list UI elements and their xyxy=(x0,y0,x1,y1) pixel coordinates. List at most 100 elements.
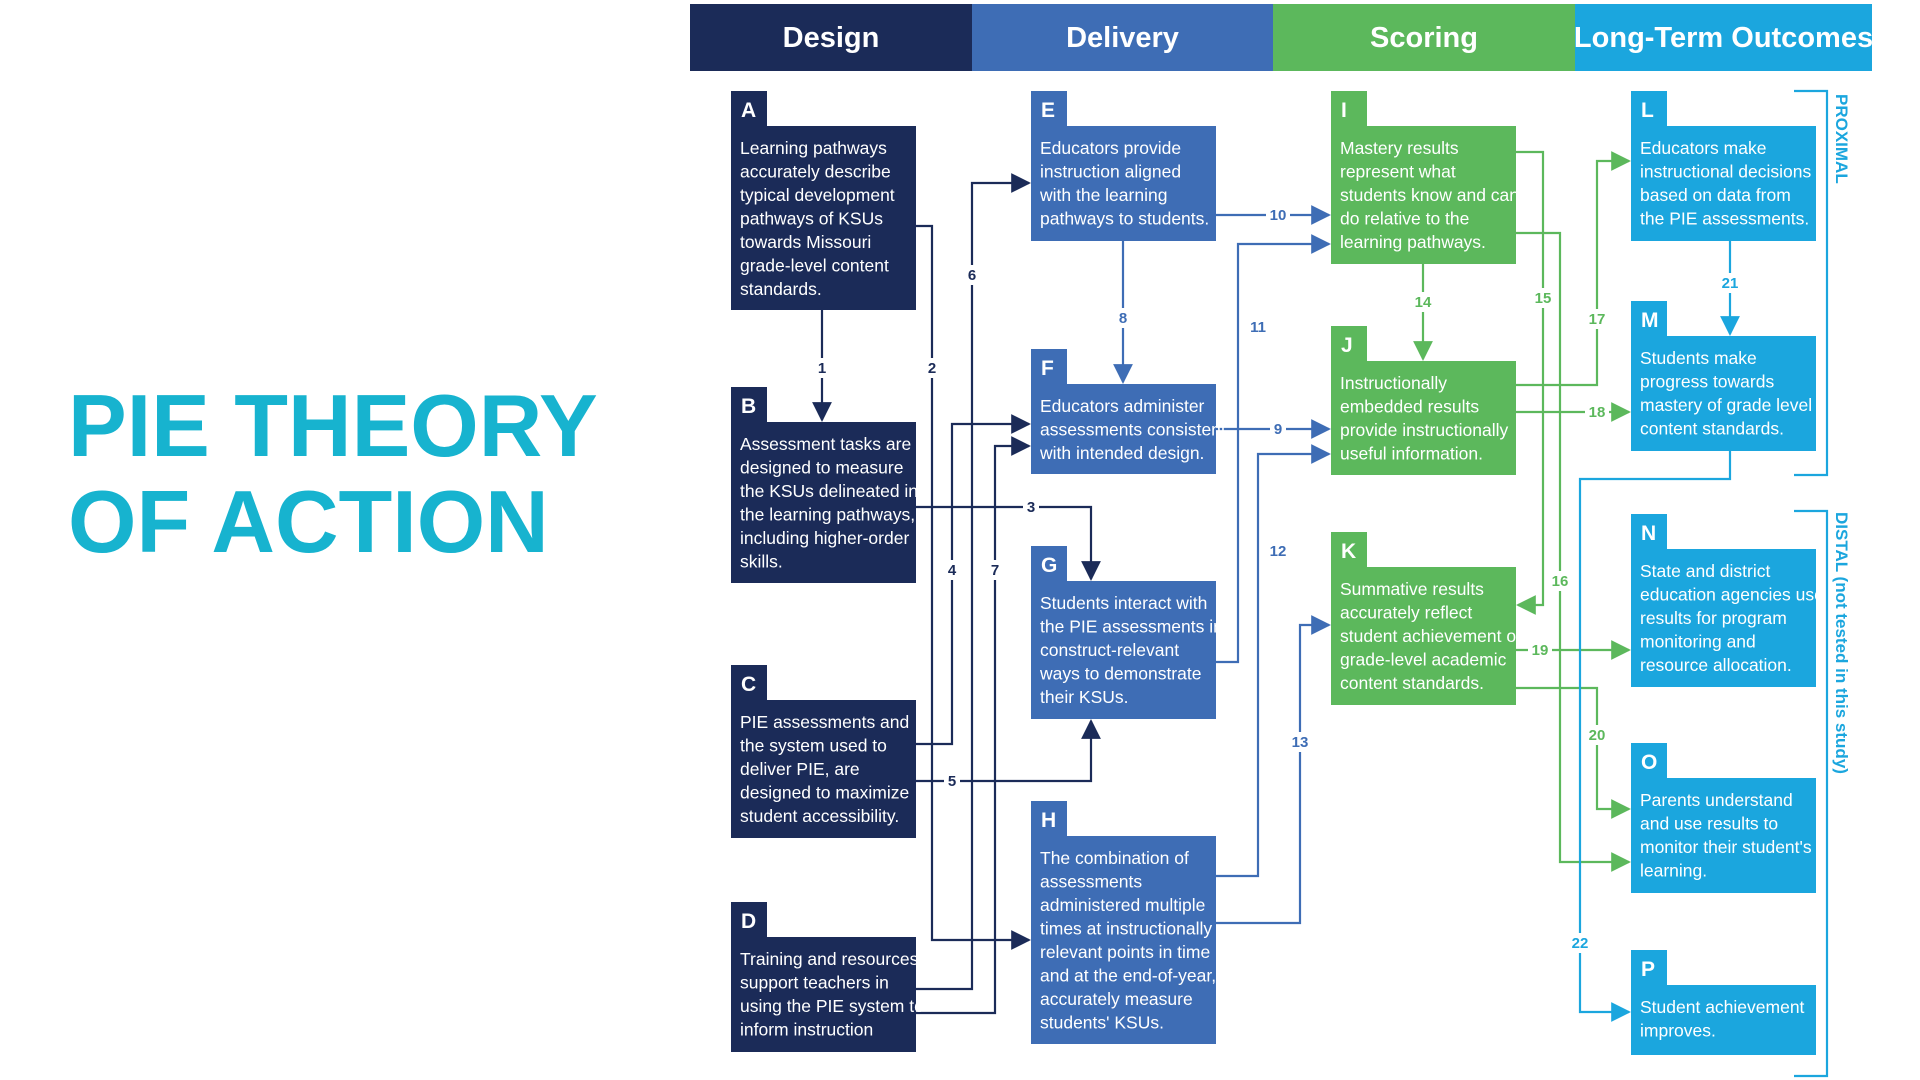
link-12-label: 12 xyxy=(1270,543,1287,560)
link-17-label: 17 xyxy=(1589,311,1606,328)
header-scoring-label: Scoring xyxy=(1370,22,1478,54)
box-b-letter: B xyxy=(741,395,756,418)
box-h-body xyxy=(1031,836,1216,1044)
box-o-letter: O xyxy=(1641,751,1657,774)
box-i-tab xyxy=(1331,91,1367,127)
link-5-path xyxy=(916,719,1101,783)
box-p-tab xyxy=(1631,950,1667,986)
link-11-path xyxy=(1216,234,1331,664)
header-delivery-bg xyxy=(972,4,1273,71)
link-22-label-bg xyxy=(1568,933,1592,953)
box-c-body xyxy=(731,700,916,838)
link-2-path xyxy=(916,224,1031,950)
link-7-path xyxy=(916,436,1031,1015)
distal-label: DISTAL (not tested in this study) xyxy=(1832,512,1851,774)
box-i-body xyxy=(1331,126,1516,264)
proximal-bracket xyxy=(1794,89,1829,477)
box-c-letter: C xyxy=(741,673,756,696)
box-l-tab xyxy=(1631,91,1667,127)
box-e-body xyxy=(1031,126,1216,241)
header-scoring-bg xyxy=(1273,4,1575,71)
box-j-letter: J xyxy=(1341,334,1353,357)
box-b-tab xyxy=(731,387,767,423)
link-4-label-bg xyxy=(944,560,960,580)
link-20-label: 20 xyxy=(1589,727,1606,744)
link-4-path xyxy=(916,414,1031,746)
box-e-letter: E xyxy=(1041,99,1055,122)
header-delivery-label: Delivery xyxy=(1066,22,1179,54)
link-8-label-bg xyxy=(1115,308,1131,328)
title-line-1: PIE THEORY xyxy=(68,376,598,475)
link-8-label: 8 xyxy=(1119,310,1127,327)
header-scoring: Scoring xyxy=(1273,4,1575,71)
link-6-label-bg xyxy=(964,265,980,285)
link-10-label: 10 xyxy=(1270,207,1287,224)
distal-bracket xyxy=(1794,509,1829,1078)
link-2-label-bg xyxy=(924,358,940,378)
box-m-tab xyxy=(1631,301,1667,337)
box-b-body xyxy=(731,422,916,583)
box-f-body xyxy=(1031,384,1216,474)
link-14-label-bg xyxy=(1411,292,1435,312)
box-k-tab xyxy=(1331,532,1367,568)
link-16-label-bg xyxy=(1548,571,1572,591)
link-10-label-bg xyxy=(1266,205,1290,225)
link-11-label: 11 xyxy=(1250,319,1266,336)
column-headers: Design Delivery Scoring Long-Term Outcomes xyxy=(690,4,1873,71)
link-9-label: 9 xyxy=(1274,421,1282,438)
link-6-label: 6 xyxy=(968,267,976,284)
link-19-label-bg xyxy=(1528,640,1552,660)
link-14-label: 14 xyxy=(1415,294,1432,311)
box-j-body xyxy=(1331,361,1516,475)
link-13-label-bg xyxy=(1288,732,1312,752)
link-1-label: 1 xyxy=(818,360,826,377)
link-lines xyxy=(812,150,1740,1022)
link-16-path xyxy=(1516,231,1631,872)
link-6-path xyxy=(916,173,1031,991)
link-21-label-bg xyxy=(1718,273,1742,293)
box-a-letter: A xyxy=(741,99,756,122)
link-4-label: 4 xyxy=(948,562,957,579)
box-p-body xyxy=(1631,985,1816,1055)
header-outcomes-bg xyxy=(1575,4,1872,71)
box-h-tab xyxy=(1031,801,1067,837)
box-n-letter: N xyxy=(1641,522,1656,545)
link-17-label-bg xyxy=(1585,309,1609,329)
link-22-path xyxy=(1578,451,1732,1022)
box-o-body xyxy=(1631,778,1816,893)
header-delivery: Delivery xyxy=(972,4,1273,71)
box-c-tab xyxy=(731,665,767,701)
link-7-label: 7 xyxy=(991,562,999,579)
box-l-body xyxy=(1631,126,1816,241)
link-17-path xyxy=(1516,151,1631,387)
box-d-tab xyxy=(731,902,767,938)
link-9-label-bg xyxy=(1270,419,1286,439)
link-15-label-bg xyxy=(1531,288,1555,308)
header-outcomes: Long-Term Outcomes xyxy=(1574,4,1873,71)
box-i-letter: I xyxy=(1341,99,1347,122)
header-design: Design xyxy=(690,4,972,71)
box-a-tab xyxy=(731,91,767,127)
